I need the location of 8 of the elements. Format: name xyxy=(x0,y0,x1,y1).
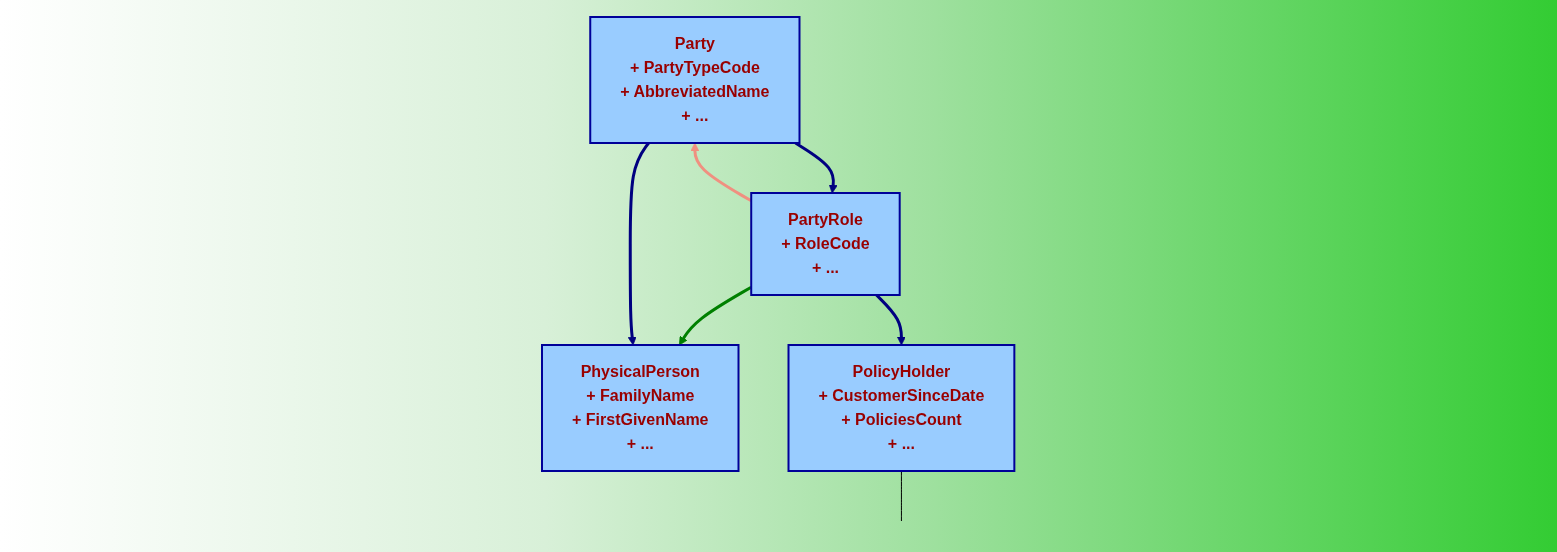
node-box: Party + PartyTypeCode + AbbreviatedName + ... xyxy=(589,15,801,144)
arrow xyxy=(795,141,838,193)
arrow xyxy=(628,141,651,345)
node-box: PolicyHolder + CustomerSinceDate + PoliciesCount + ... xyxy=(787,343,1016,472)
connector xyxy=(901,470,903,521)
node-box: PhysicalPerson + FamilyName + FirstGivenName + ... xyxy=(541,343,740,472)
arrow xyxy=(875,293,907,345)
node-box: PartyRole + RoleCode + ... xyxy=(750,191,901,296)
